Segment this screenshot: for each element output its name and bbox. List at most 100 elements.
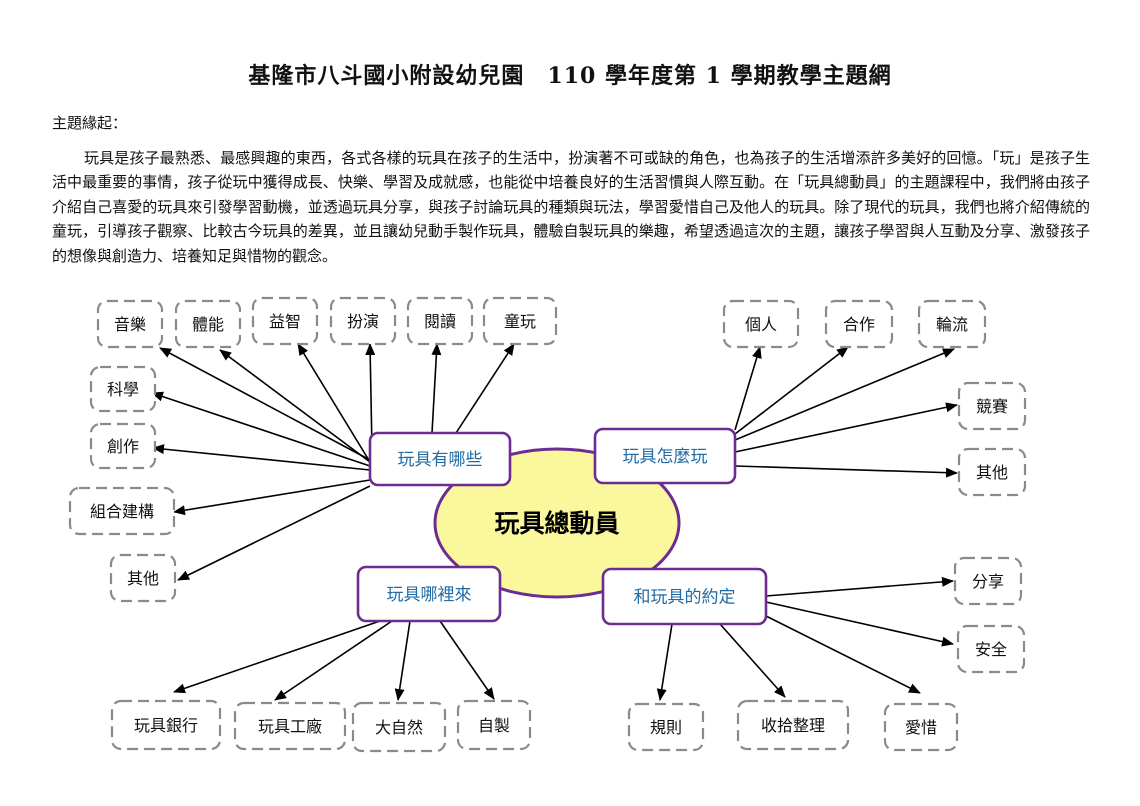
connector-arrow — [734, 346, 762, 431]
leaf-node: 扮演 — [329, 296, 397, 346]
connector-arrow — [394, 620, 411, 701]
connector-arrow — [765, 576, 954, 597]
leaf-box — [251, 296, 319, 346]
branch-label: 玩具哪裡來 — [387, 585, 472, 605]
leaf-node: 合作 — [824, 299, 894, 349]
branch-label: 玩具有哪些 — [398, 450, 483, 470]
leaf-label: 玩具銀行 — [134, 716, 198, 735]
leaf-node: 組合建構 — [68, 486, 176, 536]
leaf-box — [110, 699, 222, 751]
leaf-label: 分享 — [972, 572, 1004, 591]
leaf-label: 創作 — [107, 437, 139, 456]
branch-box — [368, 431, 512, 487]
connector-arrow — [765, 615, 921, 694]
branch-box — [356, 565, 502, 623]
leaf-node: 輪流 — [917, 299, 987, 349]
leaf-box — [68, 486, 176, 536]
connector-arrow — [734, 465, 958, 478]
leaf-label: 扮演 — [347, 312, 379, 331]
connector-arrow — [177, 485, 371, 581]
leaf-node: 規則 — [627, 702, 705, 752]
branch-node: 玩具怎麼玩 — [593, 427, 737, 485]
leaf-label: 玩具工廠 — [258, 717, 322, 736]
leaf-node: 閱讀 — [406, 296, 474, 346]
leaf-box — [351, 701, 447, 753]
branch-label: 和玩具的約定 — [634, 588, 736, 608]
leaf-box — [957, 447, 1027, 497]
leaf-box — [96, 299, 164, 349]
leaf-node: 其他 — [109, 553, 177, 603]
leaf-box — [883, 702, 959, 752]
connector-arrow — [455, 343, 515, 434]
leaf-label: 合作 — [843, 315, 875, 334]
leaf-label: 競賽 — [976, 397, 1008, 416]
connector-arrow — [219, 349, 371, 463]
connector-arrow — [173, 479, 371, 516]
leaf-label: 輪流 — [936, 315, 968, 334]
connector-arrow — [439, 620, 495, 700]
leaf-node: 科學 — [89, 365, 157, 413]
connector-arrow — [274, 620, 393, 701]
leaf-label: 其他 — [127, 569, 159, 588]
connector-arrow — [159, 347, 371, 461]
leaf-node: 競賽 — [957, 381, 1027, 431]
branch-box — [601, 567, 768, 626]
connector-arrow — [734, 402, 958, 453]
center-label: 玩具總動員 — [494, 509, 619, 538]
leaf-label: 自製 — [478, 716, 510, 735]
leaf-node: 音樂 — [96, 299, 164, 349]
leaf-node: 童玩 — [482, 296, 558, 346]
connector-arrow — [734, 348, 955, 441]
leaf-label: 其他 — [976, 463, 1008, 482]
leaf-box — [89, 365, 157, 413]
leaf-box — [627, 702, 705, 752]
leaf-box — [482, 296, 558, 346]
leaf-label: 益智 — [269, 312, 301, 331]
branch-node: 和玩具的約定 — [601, 567, 768, 626]
page-title: 基隆市八斗國小附設幼兒園 110 學年度第 1 學期教學主題網 — [248, 63, 892, 89]
leaf-box — [109, 553, 177, 603]
leaf-node: 創作 — [89, 422, 157, 470]
leaf-box — [956, 624, 1026, 674]
connector-arrow — [734, 346, 849, 435]
leaf-box — [736, 699, 850, 751]
connector-arrow — [431, 343, 442, 434]
leaf-box — [406, 296, 474, 346]
branch-node: 玩具有哪些 — [368, 431, 512, 487]
connector-arrow — [719, 623, 786, 698]
leaf-label: 閱讀 — [424, 312, 456, 331]
leaf-box — [957, 381, 1027, 431]
leaf-node: 愛惜 — [883, 702, 959, 752]
connector-arrow — [152, 444, 371, 471]
leaf-node: 收拾整理 — [736, 699, 850, 751]
leaf-label: 大自然 — [375, 718, 423, 737]
connector-arrow — [765, 601, 954, 647]
leaf-nodes: 音樂體能益智扮演閱讀童玩科學創作組合建構其他個人合作輪流競賽其他玩具銀行玩具工廠… — [68, 296, 1027, 753]
leaf-label: 安全 — [975, 640, 1007, 659]
connector-arrow — [151, 391, 371, 467]
leaf-node: 益智 — [251, 296, 319, 346]
connector-arrow — [297, 343, 371, 463]
leaf-node: 體能 — [174, 299, 242, 349]
branch-node: 玩具哪裡來 — [356, 565, 502, 623]
leaf-node: 玩具銀行 — [110, 699, 222, 751]
leaf-node: 其他 — [957, 447, 1027, 497]
leaf-box — [233, 701, 347, 751]
leaf-box — [722, 299, 800, 349]
connector-arrow — [656, 623, 673, 701]
leaf-node: 分享 — [953, 556, 1023, 606]
branch-label: 玩具怎麼玩 — [623, 447, 708, 467]
leaf-box — [174, 299, 242, 349]
leaf-label: 科學 — [107, 380, 139, 399]
leaf-label: 音樂 — [114, 315, 146, 334]
leaf-label: 規則 — [650, 718, 682, 737]
leaf-node: 個人 — [722, 299, 800, 349]
branch-box — [593, 427, 737, 485]
leaf-box — [953, 556, 1023, 606]
leaf-box — [456, 699, 532, 751]
leaf-label: 童玩 — [504, 312, 536, 331]
connector-arrows — [151, 343, 958, 701]
leaf-label: 個人 — [745, 315, 777, 334]
connector-arrow — [365, 343, 376, 451]
